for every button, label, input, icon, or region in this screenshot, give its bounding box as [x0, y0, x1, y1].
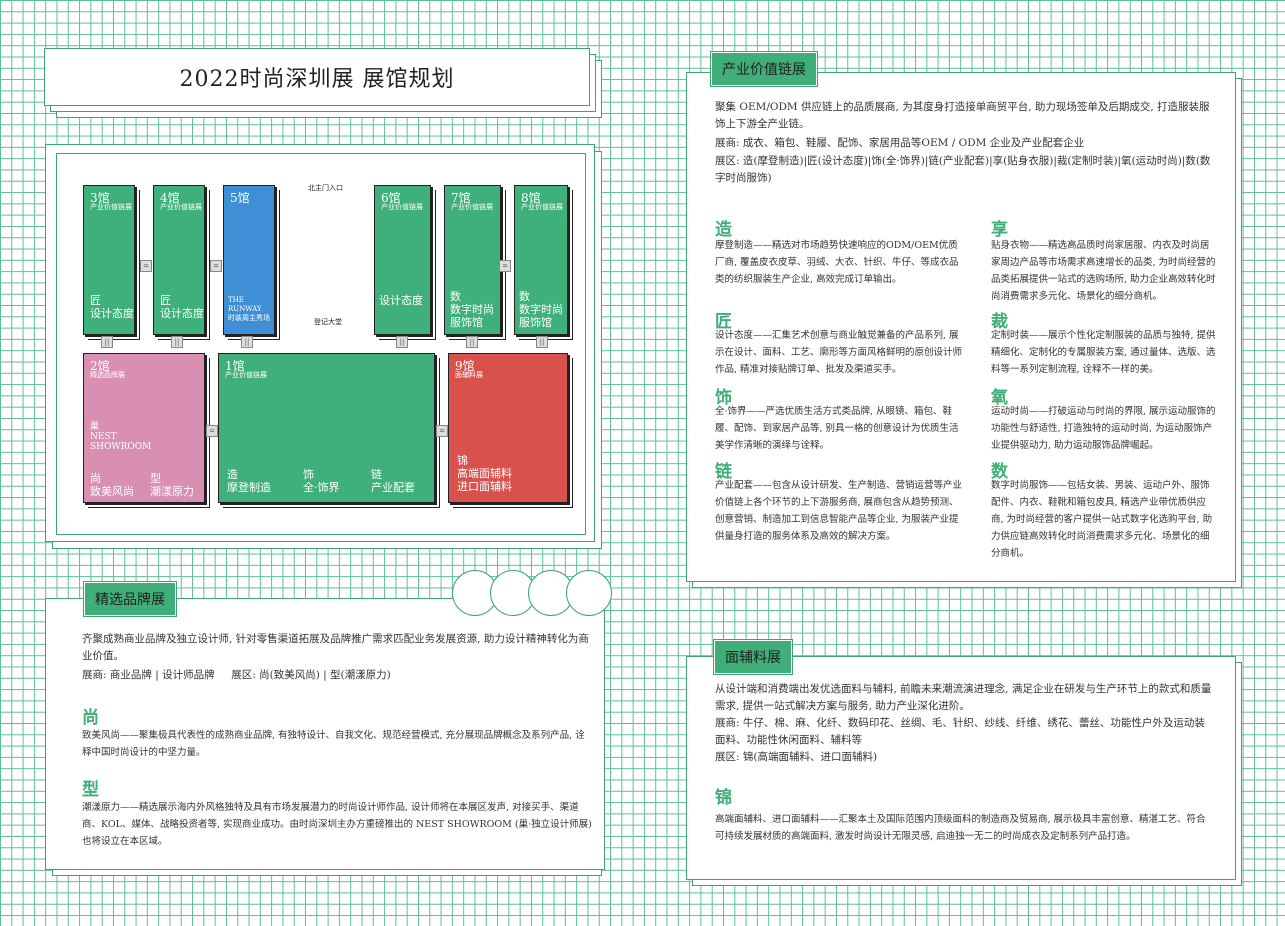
- value-chain-panel: 聚集 OEM/ODM 供应链上的品质展商, 为其度身打造接单商贸平台, 助力现场…: [686, 72, 1236, 582]
- hall-zone: 产业价值链展: [521, 203, 563, 211]
- fabric-intro: 从设计端和消费端出发优选面料与辅料, 前瞻未来潮流演进理念, 满足企业在研发与生…: [715, 683, 1212, 712]
- connector-icon: =: [210, 260, 222, 272]
- fabric-zones: 展区: 锦(高端面辅料、进口面辅料): [715, 751, 878, 763]
- value-chain-tag: 产业价值链展: [710, 51, 818, 87]
- hall-number: 9馆: [455, 359, 475, 373]
- hall-7[interactable]: 7馆 产业价值链展 数 数字时尚 服饰馆: [444, 185, 501, 335]
- connector-icon: ||: [396, 336, 408, 348]
- value-chain-intro: 聚集 OEM/ODM 供应链上的品质展商, 为其度身打造接单商贸平台, 助力现场…: [715, 101, 1210, 130]
- scallop-decoration: [566, 570, 612, 616]
- hall-6[interactable]: 6馆 产业价值链展 设计态度: [374, 185, 431, 335]
- brand-item-desc: 致美风尚——聚集极具代表性的成熟商业品牌, 有独特设计、自我文化、规范经营模式,…: [82, 730, 585, 758]
- connector-icon: ||: [241, 336, 253, 348]
- hall-label: 数 数字时尚 服饰馆: [519, 290, 563, 329]
- page-title: 2022时尚深圳展 展馆规划: [179, 67, 455, 92]
- hall-number: 6馆: [381, 191, 401, 205]
- hall-zone: 产业价值链展: [90, 203, 132, 211]
- value-item-desc: 设计态度——汇集艺术创意与商业触觉兼备的产品系列, 展示在设计、面料、工艺、廓形…: [715, 330, 963, 375]
- hall-number: 8馆: [521, 191, 541, 205]
- brand-item-title: 型: [82, 780, 99, 800]
- brand-item-desc: 潮漾原力——精选展示海内外风格独特及具有市场发展潜力的时尚设计师作品, 设计师将…: [82, 802, 592, 847]
- hall-label: 饰 全·饰界: [303, 468, 340, 494]
- hall-label: 匠 设计态度: [160, 294, 204, 320]
- value-item-desc: 全·饰界——严选优质生活方式类品牌, 从眼镜、箱包、鞋履、配饰、到家居产品等, …: [715, 406, 959, 451]
- brand-panel: 齐聚成熟商业品牌及独立设计师, 针对零售渠道拓展及品牌推广需求匹配业务发展资源,…: [45, 598, 605, 870]
- hall-label: 设计态度: [379, 294, 423, 307]
- title-panel: 2022时尚深圳展 展馆规划: [44, 48, 590, 106]
- hall-label: 锦 高端面辅料 进口面辅料: [457, 454, 512, 493]
- fabric-tag: 面辅料展: [713, 639, 793, 675]
- value-item-title: 饰: [715, 388, 732, 408]
- value-chain-exhibitors: 展商: 成衣、箱包、鞋履、配饰、家居用品等OEM / ODM 企业及产业配套企业: [715, 137, 1085, 149]
- north-entrance-label: 北主门入口: [308, 184, 343, 192]
- value-item-title: 氧: [991, 388, 1008, 408]
- connector-icon: =: [499, 260, 511, 272]
- hall-8[interactable]: 8馆 产业价值链展 数 数字时尚 服饰馆: [514, 185, 568, 335]
- value-item-title: 匠: [715, 312, 732, 332]
- brand-item-title: 尚: [82, 708, 99, 728]
- hall-zone: 精选品牌展: [90, 371, 125, 379]
- hall-label: 造 摩登制造: [227, 468, 271, 494]
- connector-icon: ||: [466, 336, 478, 348]
- map-panel: 北主门入口 登记大堂 3馆 产业价值链展 匠 设计态度 4馆 产业价值链展 匠 …: [45, 144, 595, 542]
- lobby-label: 登记大堂: [314, 318, 342, 326]
- hall-zone: 面辅料展: [455, 371, 483, 379]
- connector-icon: ||: [101, 336, 113, 348]
- value-item-desc: 产业配套——包含从设计研发、生产制造、营销运营等产业价值链上各个环节的上下游服务…: [715, 480, 963, 542]
- hall-3[interactable]: 3馆 产业价值链展 匠 设计态度: [83, 185, 135, 335]
- value-item-title: 数: [991, 462, 1008, 482]
- hall-5[interactable]: 5馆 THE RUNWAY 时装周主秀场: [223, 185, 275, 335]
- hall-number: 5馆: [230, 191, 250, 205]
- hall-number: 1馆: [225, 359, 245, 373]
- hall-label: 巢 NEST SHOWROOM: [90, 422, 152, 452]
- hall-number: 4馆: [160, 191, 180, 205]
- brand-intro: 齐聚成熟商业品牌及独立设计师, 针对零售渠道拓展及品牌推广需求匹配业务发展资源,…: [82, 633, 589, 662]
- value-item-title: 裁: [991, 312, 1008, 332]
- hall-label: 匠 设计态度: [90, 294, 134, 320]
- hall-zone: 产业价值链展: [381, 203, 423, 211]
- connector-icon: =: [436, 425, 448, 437]
- fabric-exhibitors: 展商: 牛仔、棉、麻、化纤、数码印花、丝绸、毛、针织、纱线、纤维、绣花、蕾丝、功…: [715, 717, 1205, 746]
- fabric-item-desc: 高端面辅料、进口面辅料——汇聚本土及国际范围内顶级面料的制造商及贸易商, 展示极…: [715, 814, 1206, 842]
- value-item-desc: 贴身衣物——精选高品质时尚家居服、内衣及时尚居家周边产品等市场需求高速增长的品类…: [991, 240, 1216, 302]
- connector-icon: =: [140, 260, 152, 272]
- hall-label: 数 数字时尚 服饰馆: [450, 290, 494, 329]
- hall-number: 2馆: [90, 359, 110, 373]
- value-item-desc: 定制时装——展示个性化定制服装的品质与独特, 提供精细化、定制化的专属服装方案,…: [991, 330, 1216, 375]
- hall-number: 7馆: [451, 191, 471, 205]
- hall-label: 链 产业配套: [371, 468, 415, 494]
- fabric-item-title: 锦: [715, 788, 732, 808]
- hall-2[interactable]: 2馆 精选品牌展 巢 NEST SHOWROOM 尚 致美风尚 型 潮漾原力: [83, 353, 205, 503]
- value-item-desc: 数字时尚服饰——包括女装、男装、运动户外、服饰配件、内衣、鞋靴和箱包皮具, 精选…: [991, 480, 1213, 559]
- hall-label: 尚 致美风尚: [90, 472, 134, 498]
- value-item-desc: 运动时尚——打破运动与时尚的界限, 展示运动服饰的功能性与舒适性, 打造独特的运…: [991, 406, 1216, 451]
- hall-zone: 产业价值链展: [225, 371, 267, 379]
- value-item-desc: 摩登制造——精选对市场趋势快速响应的ODM/OEM优质厂商, 覆盖皮衣皮草、羽绒…: [715, 240, 959, 285]
- brand-tag: 精选品牌展: [83, 581, 177, 617]
- value-item-title: 享: [991, 220, 1008, 240]
- value-item-title: 链: [715, 462, 732, 482]
- hall-1[interactable]: 1馆 产业价值链展 造 摩登制造 饰 全·饰界 链 产业配套: [218, 353, 435, 503]
- connector-icon: ||: [536, 336, 548, 348]
- connector-icon: =: [206, 425, 218, 437]
- value-item-title: 造: [715, 220, 732, 240]
- hall-number: 3馆: [90, 191, 110, 205]
- hall-label: THE RUNWAY 时装周主秀场: [228, 296, 270, 322]
- hall-9[interactable]: 9馆 面辅料展 锦 高端面辅料 进口面辅料: [448, 353, 568, 503]
- hall-4[interactable]: 4馆 产业价值链展 匠 设计态度: [153, 185, 205, 335]
- brand-scope: 展商: 商业品牌 | 设计师品牌 展区: 尚(致美风尚) | 型(潮漾原力): [82, 669, 391, 681]
- hall-label: 型 潮漾原力: [150, 472, 194, 498]
- value-chain-zones: 展区: 造(摩登制造)|匠(设计态度)|饰(全·饰界)|链(产业配套)|享(贴身…: [715, 155, 1211, 184]
- hall-zone: 产业价值链展: [160, 203, 202, 211]
- hall-zone: 产业价值链展: [451, 203, 493, 211]
- connector-icon: ||: [171, 336, 183, 348]
- fabric-panel: 从设计端和消费端出发优选面料与辅料, 前瞻未来潮流演进理念, 满足企业在研发与生…: [686, 656, 1236, 880]
